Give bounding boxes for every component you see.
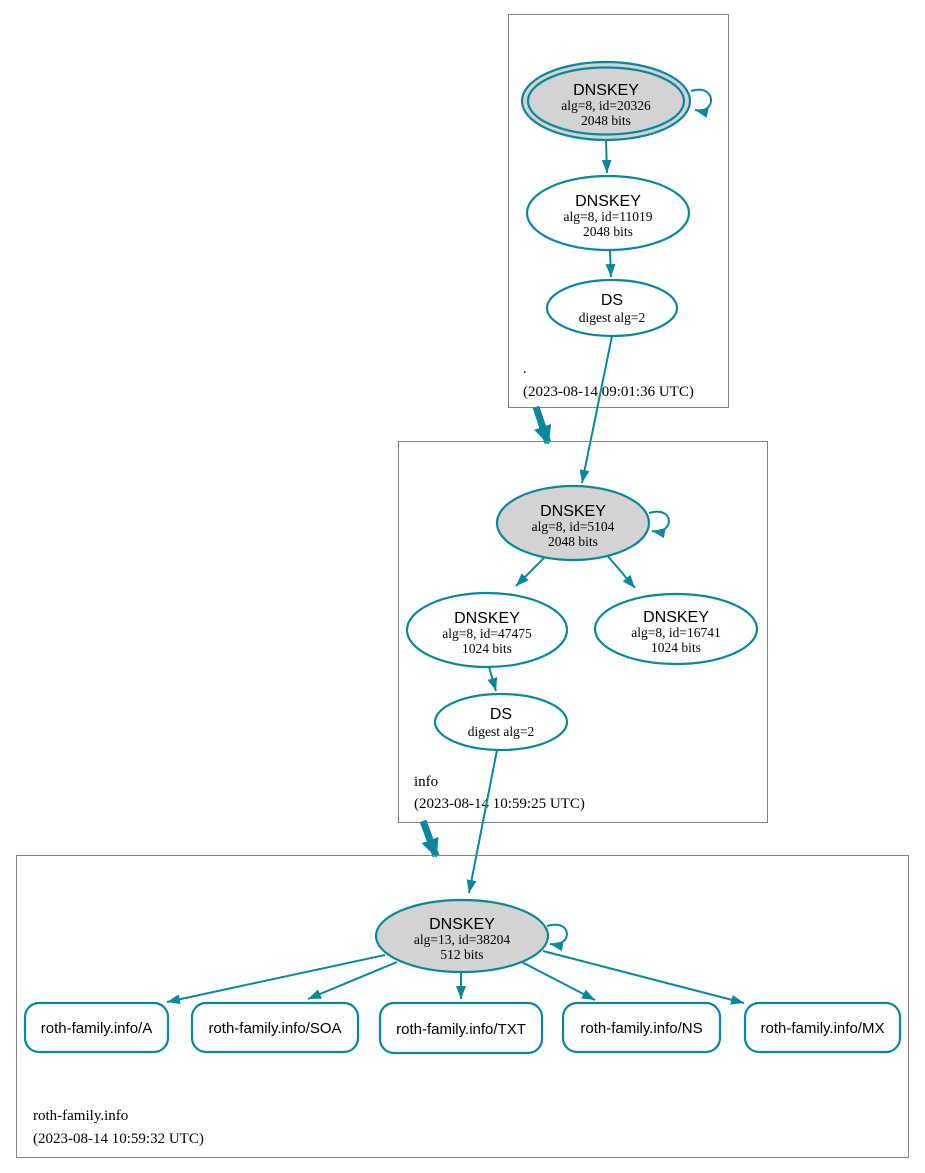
rrset-txt-box [378, 1001, 544, 1055]
dnskey-ksk-root-node: DNSKEY alg=8, id=20326 2048 bits [520, 60, 692, 142]
rrset-ns-node: roth-family.info/NS [561, 1001, 722, 1054]
rrset-a-label: roth-family.info/A [41, 1020, 152, 1037]
dnskey-zsk2-info-ellipse [593, 592, 759, 666]
dnskey-rothfamily-attr1: alg=13, id=38204 [414, 932, 510, 947]
dnskey-ksk-root-inner-ellipse [526, 66, 686, 136]
edge-info-ksk-to-zsk1 [515, 554, 548, 587]
dnskey-zsk2-info-node: DNSKEY alg=8, id=16741 1024 bits [593, 592, 759, 666]
dnskey-rothfamily-node: DNSKEY alg=13, id=38204 512 bits [374, 898, 550, 974]
edge-ksk-to-rrset-ns [515, 958, 596, 1001]
ds-info-ellipse [433, 692, 569, 752]
edge-ksk-to-rrset-a [166, 954, 386, 1005]
edge-info-zsk1-to-ds [487, 666, 498, 692]
dnskey-ksk-info-title: DNSKEY [540, 503, 606, 520]
rrset-mx-label: roth-family.info/MX [761, 1020, 885, 1037]
rrset-ns-label: roth-family.info/NS [580, 1020, 702, 1037]
ds-root-title: DS [601, 292, 623, 309]
edge-info-ds-to-rothfamily-ksk [466, 749, 498, 894]
zone-root-box [508, 14, 729, 408]
dnskey-zsk1-info-ellipse [405, 591, 569, 669]
dnskey-zsk2-info-attr1: alg=8, id=16741 [631, 625, 720, 640]
rrset-soa-box [190, 1001, 360, 1054]
rrset-mx-node: roth-family.info/MX [743, 1001, 902, 1054]
dnskey-zsk1-info-node: DNSKEY alg=8, id=47475 1024 bits [405, 591, 569, 669]
zone-info-edges [487, 510, 670, 692]
dnskey-zsk-root-attr1: alg=8, id=11019 [564, 209, 653, 224]
edge-rothfamily-ksk-selfsign [546, 923, 568, 952]
dnskey-rothfamily-attr2: 512 bits [440, 947, 483, 962]
zone-rothfamily: DNSKEY alg=13, id=38204 512 bits roth-fa… [16, 855, 909, 1158]
dnskey-rothfamily-ellipse [374, 898, 550, 974]
zone-info-box [398, 441, 768, 823]
zone-root-edges [601, 88, 712, 278]
dnskey-ksk-info-ellipse [495, 484, 651, 562]
dnskey-ksk-info-attr1: alg=8, id=5104 [532, 519, 615, 534]
rrset-a-box [23, 1001, 170, 1054]
dnskey-zsk-root-ellipse [525, 174, 691, 252]
zone-info-timestamp: (2023-08-14 10:59:25 UTC) [414, 796, 585, 812]
dnskey-ksk-info-node: DNSKEY alg=8, id=5104 2048 bits [495, 484, 651, 562]
dnskey-ksk-root-title: DNSKEY [573, 82, 639, 99]
zone-info-label: info [414, 774, 438, 790]
edge-info-to-rothfamily-delegation [419, 819, 440, 858]
rrset-soa-node: roth-family.info/SOA [190, 1001, 360, 1054]
rrset-soa-label: roth-family.info/SOA [208, 1020, 341, 1037]
dnskey-ksk-info-attr2: 2048 bits [548, 534, 598, 549]
edge-ksk-selfsign [690, 88, 712, 118]
edge-info-ksk-selfsign [648, 510, 670, 539]
dnskey-zsk1-info-attr1: alg=8, id=47475 [442, 626, 532, 641]
ds-info-attr1: digest alg=2 [468, 724, 534, 739]
ds-root-attr1: digest alg=2 [579, 310, 645, 325]
zone-root-label: . [523, 361, 527, 377]
rrset-txt-label: roth-family.info/TXT [396, 1021, 526, 1038]
zone-rothfamily-timestamp: (2023-08-14 10:59:32 UTC) [33, 1131, 204, 1147]
edge-root-ds-to-info-ksk [579, 335, 613, 484]
zone-root-timestamp: (2023-08-14 09:01:36 UTC) [523, 384, 694, 400]
zone-info: DNSKEY alg=8, id=5104 2048 bits DNSKEY a… [398, 441, 768, 823]
ds-info-title: DS [490, 706, 512, 723]
rrset-mx-box [743, 1001, 902, 1054]
ds-info-node: DS digest alg=2 [433, 692, 569, 752]
dnskey-zsk2-info-attr2: 1024 bits [651, 640, 701, 655]
ds-root-node: DS digest alg=2 [545, 278, 679, 338]
edge-ksk-to-rrset-soa [307, 961, 398, 1000]
zone-rothfamily-edges [166, 923, 745, 1005]
edge-info-ksk-to-zsk2 [605, 553, 636, 589]
dnskey-zsk1-info-attr2: 1024 bits [462, 641, 512, 656]
zone-root: DNSKEY alg=8, id=20326 2048 bits DNSKEY … [508, 14, 729, 408]
dnskey-zsk-root-node: DNSKEY alg=8, id=11019 2048 bits [525, 174, 691, 252]
dnskey-zsk1-info-title: DNSKEY [454, 610, 520, 627]
edge-ksk-to-zsk [601, 139, 612, 174]
zone-rothfamily-box [16, 855, 909, 1158]
dnskey-zsk2-info-title: DNSKEY [643, 609, 709, 626]
edge-ksk-to-rrset-mx [542, 950, 745, 1005]
dnskey-ksk-root-attr1: alg=8, id=20326 [561, 98, 651, 113]
dnskey-zsk-root-title: DNSKEY [575, 193, 641, 210]
dnskey-rothfamily-title: DNSKEY [429, 916, 495, 933]
dnskey-zsk-root-attr2: 2048 bits [583, 224, 633, 239]
rrset-a-node: roth-family.info/A [23, 1001, 170, 1054]
zone-rothfamily-label: roth-family.info [33, 1108, 128, 1124]
rrset-txt-node: roth-family.info/TXT [378, 1001, 544, 1055]
edge-zsk-to-ds [605, 249, 616, 278]
dnskey-ksk-root-attr2: 2048 bits [581, 113, 631, 128]
edge-root-to-info-delegation [532, 405, 552, 445]
rrset-ns-box [561, 1001, 722, 1054]
